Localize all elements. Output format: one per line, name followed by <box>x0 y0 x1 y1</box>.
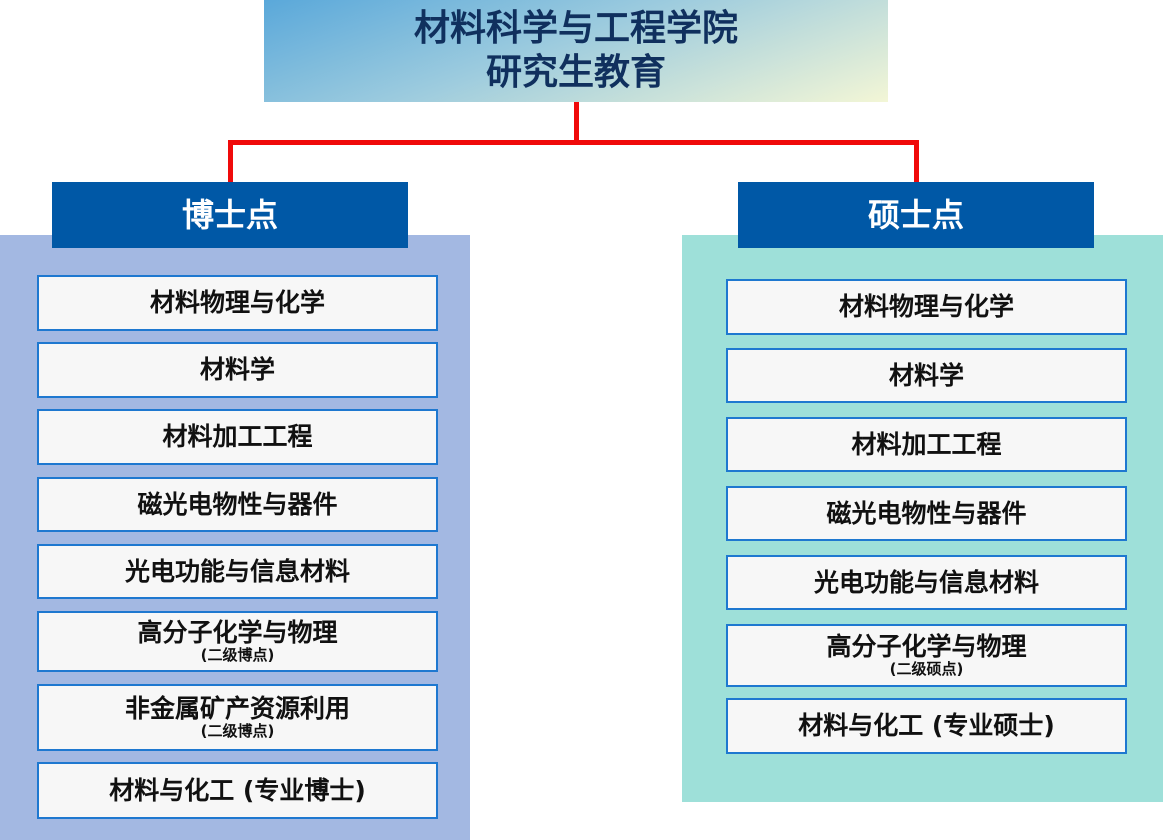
program-label: 光电功能与信息材料 <box>124 556 350 586</box>
masters-program-item: 材料与化工 (专业硕士) <box>726 698 1127 754</box>
title-line-1: 材料科学与工程学院 <box>413 7 738 49</box>
program-label: 高分子化学与物理 <box>137 618 338 647</box>
doctoral-program-item: 高分子化学与物理(二级博点) <box>37 611 438 672</box>
title-line-2: 研究生教育 <box>485 51 666 93</box>
program-label: 材料物理与化学 <box>149 288 325 317</box>
doctoral-program-item: 材料与化工 (专业博士) <box>37 762 438 819</box>
program-label: 高分子化学与物理 <box>826 632 1027 661</box>
connector-left <box>228 140 233 182</box>
program-sublabel: (二级硕点) <box>889 660 964 678</box>
program-label: 材料与化工 (专业硕士) <box>798 711 1055 740</box>
doctoral-program-item: 光电功能与信息材料 <box>37 544 438 599</box>
program-label: 材料学 <box>888 360 964 390</box>
program-label: 磁光电物性与器件 <box>137 489 338 519</box>
program-label: 非金属矿产资源利用 <box>124 694 350 723</box>
doctoral-program-item: 材料加工工程 <box>37 409 438 465</box>
program-label: 磁光电物性与器件 <box>826 498 1027 528</box>
program-label: 材料与化工 (专业博士) <box>109 775 366 805</box>
program-sublabel: (二级博点) <box>200 646 275 664</box>
program-label: 材料物理与化学 <box>838 292 1014 321</box>
doctoral-program-item: 材料物理与化学 <box>37 275 438 331</box>
masters-program-item: 高分子化学与物理(二级硕点) <box>726 624 1127 687</box>
connector-right <box>914 140 919 182</box>
doctoral-header: 博士点 <box>52 182 408 248</box>
doctoral-program-item: 磁光电物性与器件 <box>37 477 438 532</box>
doctoral-program-item: 非金属矿产资源利用(二级博点) <box>37 684 438 751</box>
program-label: 材料加工工程 <box>162 422 313 451</box>
program-sublabel: (二级博点) <box>200 722 275 740</box>
connector-horizontal <box>228 140 919 145</box>
program-label: 光电功能与信息材料 <box>813 567 1039 597</box>
program-label: 材料学 <box>199 355 275 384</box>
doctoral-program-item: 材料学 <box>37 342 438 398</box>
masters-program-item: 光电功能与信息材料 <box>726 555 1127 610</box>
masters-program-item: 材料物理与化学 <box>726 279 1127 335</box>
masters-header: 硕士点 <box>738 182 1094 248</box>
masters-program-item: 磁光电物性与器件 <box>726 486 1127 541</box>
program-label: 材料加工工程 <box>851 429 1002 459</box>
connector-trunk <box>574 102 579 144</box>
masters-program-item: 材料学 <box>726 348 1127 403</box>
masters-program-item: 材料加工工程 <box>726 417 1127 472</box>
root-title-box: 材料科学与工程学院 研究生教育 <box>264 0 888 102</box>
